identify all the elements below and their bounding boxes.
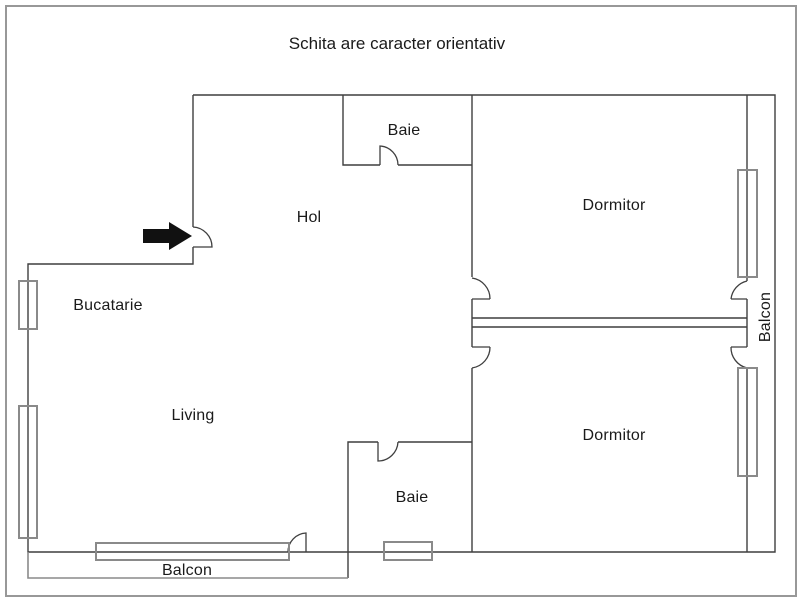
dormitor-top-left-door-arc (471, 277, 491, 300)
room-label-living: Living (171, 407, 215, 424)
room-label-baie-bottom: Baie (395, 489, 429, 506)
room-label-dormitor-bottom: Dormitor (582, 427, 646, 444)
room-label-bucatarie: Bucatarie (73, 297, 143, 314)
baie-top-walls (342, 95, 472, 166)
room-label-balcon-bottom: Balcon (161, 562, 213, 579)
image-border-frame (5, 5, 797, 597)
baie-top-door-arc (379, 145, 399, 166)
room-label-baie-top: Baie (387, 122, 421, 139)
walls (27, 94, 776, 578)
room-label-balcon-right: Balcon (757, 291, 774, 343)
living-bottom-window (95, 542, 290, 561)
living-balcony-door-arc (287, 532, 307, 553)
windows (18, 169, 758, 561)
baie-bottom-walls (347, 441, 472, 578)
bucatarie-window (18, 280, 38, 330)
baie-bottom-window (383, 541, 433, 561)
entrance-arrow-icon (143, 222, 192, 250)
dormitor-top-window (737, 169, 758, 278)
balcony-bottom-outline (27, 552, 348, 579)
room-label-dormitor-top: Dormitor (582, 197, 646, 214)
living-left-window (18, 405, 38, 539)
baie-bottom-door-arc (377, 441, 399, 462)
outer-walls (27, 94, 776, 553)
doors (192, 145, 748, 553)
dormitor-top-right-door-arc (730, 280, 748, 300)
entrance-door-arc (192, 226, 213, 248)
dormitor-bottom-window (737, 367, 758, 477)
plan-title: Schita are caracter orientativ (288, 34, 506, 53)
room-label-hol: Hol (296, 209, 322, 226)
bedroom-divider-wall (472, 317, 747, 328)
dormitor-bottom-right-door-arc (730, 346, 748, 369)
dormitor-bottom-left-door-arc (471, 346, 491, 369)
